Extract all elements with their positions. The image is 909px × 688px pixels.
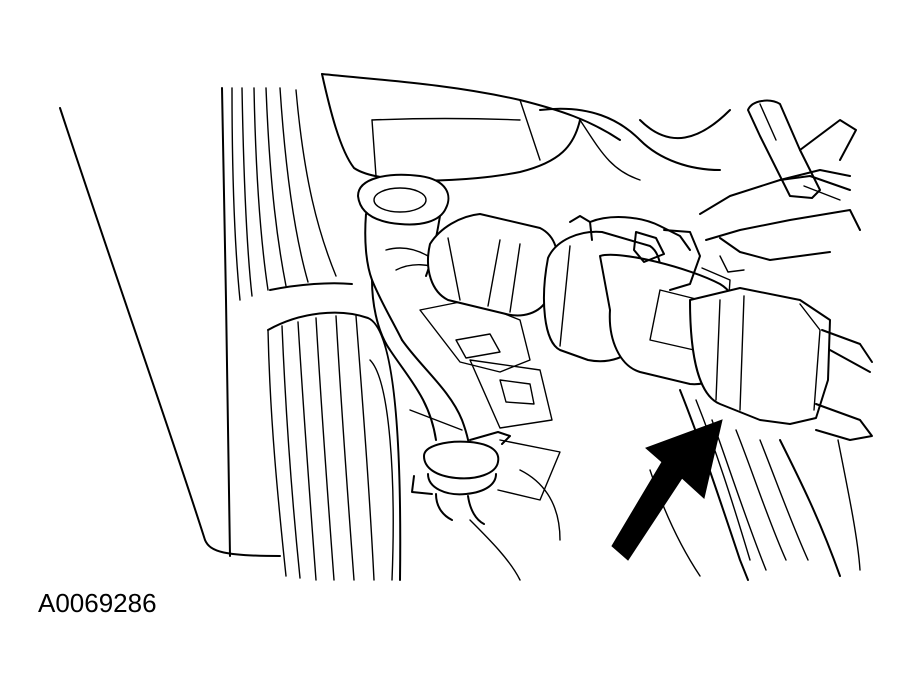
electrical-connector <box>427 213 873 441</box>
shroud-panel <box>59 87 281 557</box>
upper-right-bracket <box>747 99 857 201</box>
hose-assembly <box>357 173 471 457</box>
upper-housing <box>321 73 731 182</box>
drive-belt-pulley <box>231 87 402 581</box>
harness-clip <box>569 169 861 291</box>
hose-clamp <box>411 431 511 525</box>
engine-block <box>409 299 561 581</box>
arrow-icon <box>611 419 723 561</box>
figure-id-label: A0069286 <box>38 588 157 618</box>
